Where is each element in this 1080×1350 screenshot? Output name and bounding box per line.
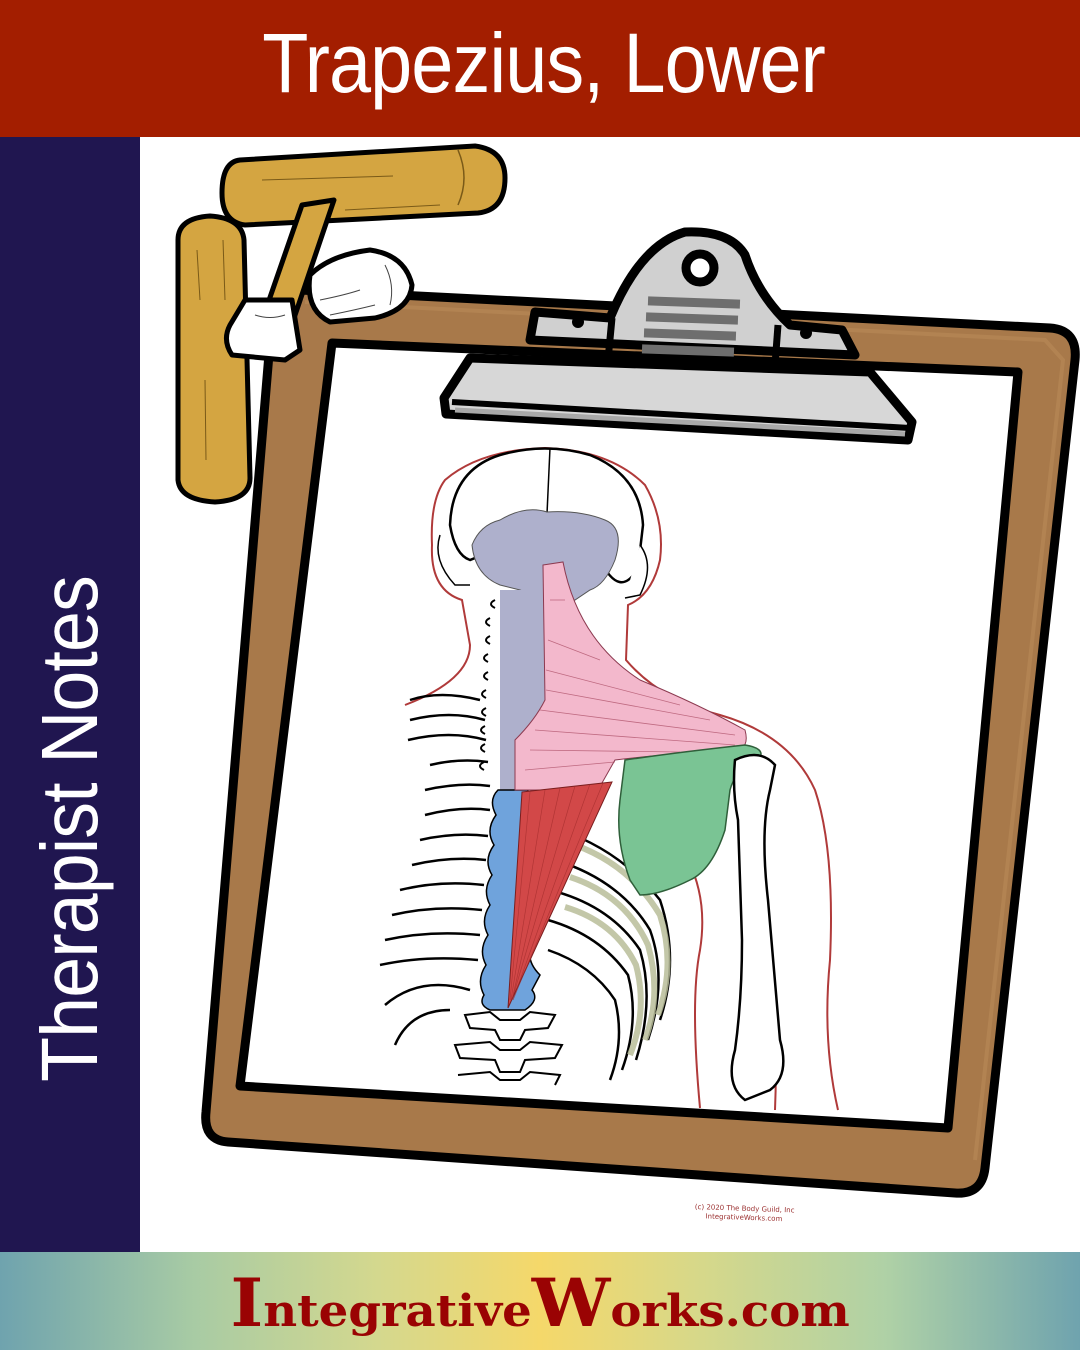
brand-link[interactable]: I ntegrative W orks.com <box>230 1270 849 1337</box>
footer-brand-banner: I ntegrative W orks.com <box>0 1252 1080 1350</box>
anatomy-figure <box>379 446 839 1111</box>
title-banner: Trapezius, Lower <box>0 0 1080 137</box>
sidebar-band: Therapist Notes <box>0 137 140 1252</box>
illustration-credit: (c) 2020 The Body Guild, Inc Integrative… <box>694 1203 795 1224</box>
brand-text-part-1: ntegrative <box>263 1285 532 1337</box>
sidebar-label: Therapist Notes <box>24 554 116 1104</box>
t-bar-massage-tool-icon <box>175 143 508 505</box>
illustration-area: (c) 2020 The Body Guild, Inc Integrative… <box>140 137 1080 1252</box>
brand-initial-w: W <box>531 1263 611 1342</box>
clipboard-clip-icon <box>439 227 917 445</box>
brand-initial-i: I <box>230 1263 264 1342</box>
clipboard-illustration <box>175 143 1080 1198</box>
brand-text-part-2: orks.com <box>610 1285 850 1337</box>
page-title: Trapezius, Lower <box>262 16 827 110</box>
sidebar-label-text: Therapist Notes <box>25 576 114 1082</box>
